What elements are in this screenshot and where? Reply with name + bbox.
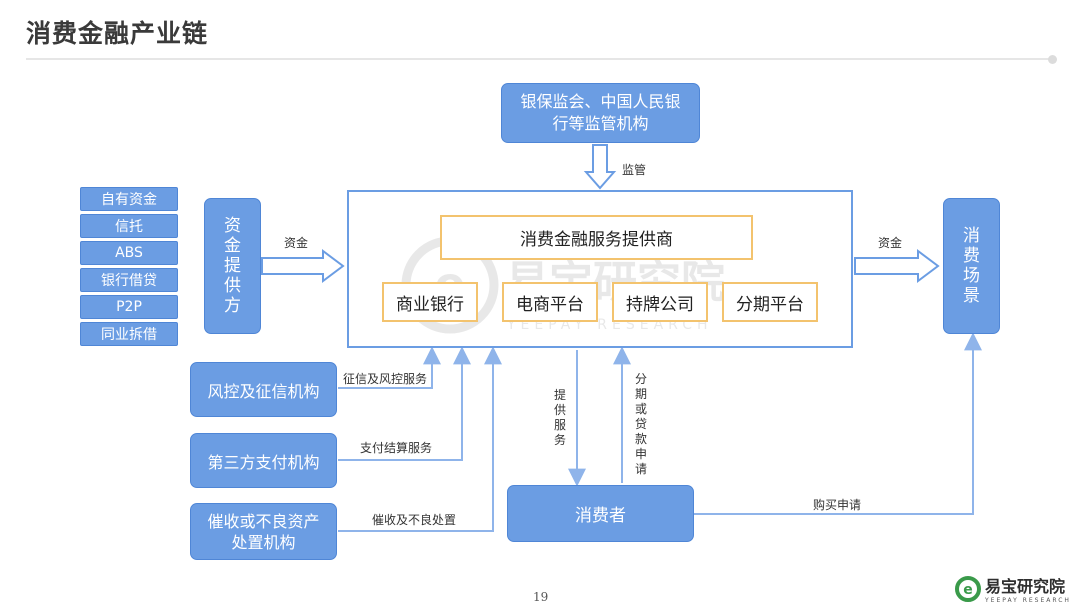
service-provider-frame <box>347 190 853 348</box>
capital-source-item: 自有资金 <box>80 187 178 211</box>
supervise-label: 监管 <box>622 163 647 177</box>
collection-org-line2: 处置机构 <box>231 532 296 552</box>
regulator-line2: 行等监管机构 <box>552 114 649 133</box>
supervise-arrow <box>583 144 617 190</box>
page-number: 19 <box>533 590 549 604</box>
capital-source-item: 同业拆借 <box>80 322 178 346</box>
capital-source-item: 信托 <box>80 214 178 238</box>
brand-logo: e 易宝研究院 YEEPAY RESEARCH <box>954 573 1071 604</box>
consumption-scene-label: 消费场景 <box>963 226 980 306</box>
consumer-box: 消费者 <box>507 485 694 542</box>
payment-service-line <box>338 346 471 461</box>
capital-in-arrow <box>261 249 345 283</box>
risk-service-line <box>338 346 441 389</box>
loan-apply-label: 分期或贷款申请 <box>634 372 647 476</box>
svg-text:e: e <box>963 582 973 598</box>
provider-item: 商业银行 <box>382 282 478 322</box>
capital-source-item: ABS <box>80 241 178 265</box>
provider-title-box: 消费金融服务提供商 <box>440 215 753 260</box>
logo-subtitle: YEEPAY RESEARCH <box>985 597 1071 604</box>
capital-provider-label: 资金提供方 <box>224 216 241 316</box>
capital-source-item: 银行借贷 <box>80 268 178 292</box>
capital-source-item: P2P <box>80 295 178 319</box>
logo-name: 易宝研究院 <box>985 577 1066 596</box>
provider-item: 分期平台 <box>722 282 818 322</box>
logo-icon: e <box>955 575 981 602</box>
capital-provider-box: 资金提供方 <box>204 198 261 334</box>
payment-org-box: 第三方支付机构 <box>190 433 337 488</box>
collection-org-box: 催收或不良资产 处置机构 <box>190 503 337 560</box>
capital-out-arrow <box>854 249 940 283</box>
provider-item: 持牌公司 <box>612 282 708 322</box>
capital-in-label: 资金 <box>284 236 309 250</box>
collection-service-label: 催收及不良处置 <box>372 513 457 527</box>
provider-item: 电商平台 <box>502 282 598 322</box>
purchase-line <box>694 332 982 515</box>
divider-dot <box>1048 55 1057 64</box>
regulator-box: 银保监会、中国人民银 行等监管机构 <box>501 83 700 143</box>
regulator-line1: 银保监会、中国人民银 <box>520 92 681 111</box>
collection-org-line1: 催收或不良资产 <box>207 511 320 531</box>
provide-service-label: 提供服务 <box>553 388 566 447</box>
risk-credit-org-box: 风控及征信机构 <box>190 362 337 417</box>
payment-service-label: 支付结算服务 <box>360 441 433 455</box>
consumption-scene-box: 消费场景 <box>943 198 1000 334</box>
risk-service-label: 征信及风控服务 <box>343 372 428 386</box>
capital-out-label: 资金 <box>878 236 903 250</box>
collection-service-line <box>338 346 502 532</box>
purchase-label: 购买申请 <box>813 498 862 512</box>
title-divider <box>26 58 1051 60</box>
page-title: 消费金融产业链 <box>26 19 209 48</box>
